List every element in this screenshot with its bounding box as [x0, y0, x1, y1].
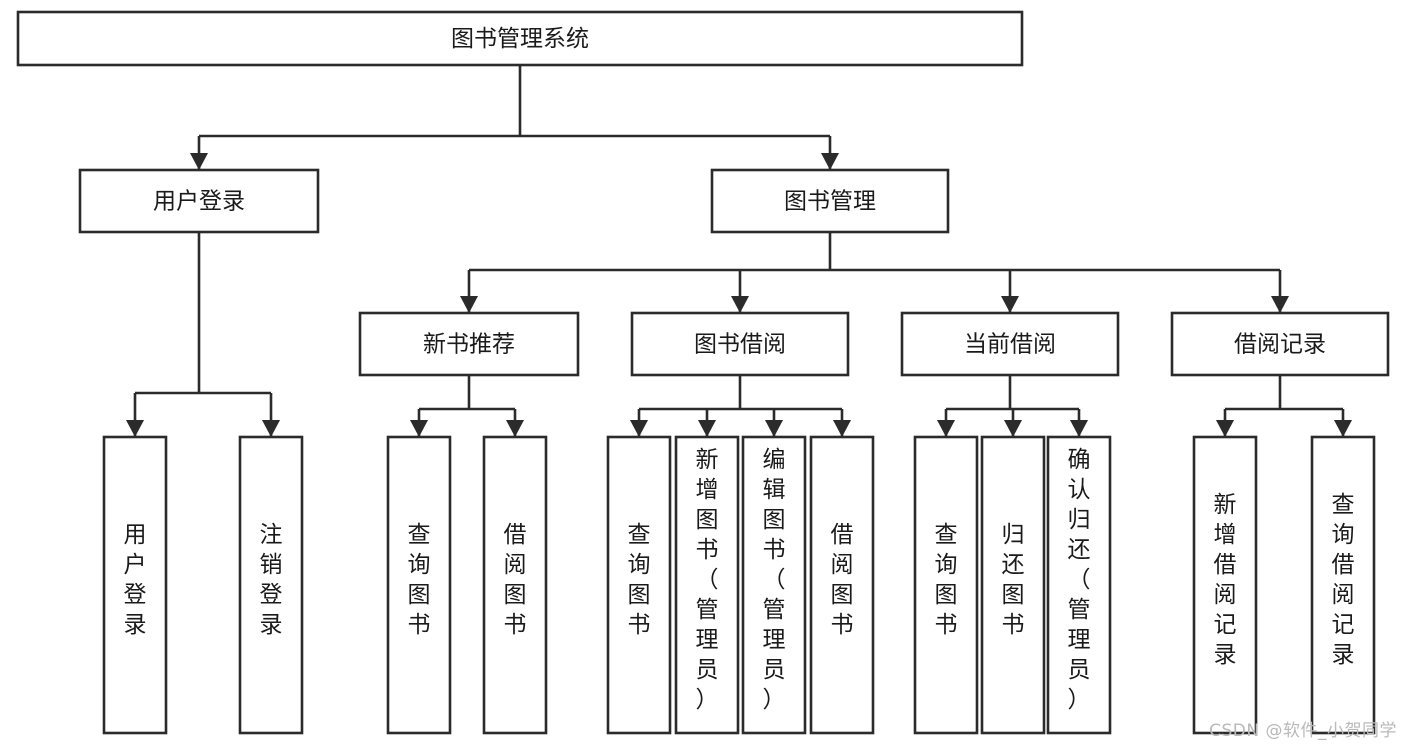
node-level3-new-book-rec[interactable]: 新书推荐 — [358, 311, 580, 377]
node-leaf-leaf-add-book-box — [674, 435, 740, 735]
node-level3-new-book-rec-label: 新书推荐 — [423, 332, 515, 358]
arrow-head-icon — [731, 296, 749, 313]
arrow-head-icon — [410, 420, 428, 437]
node-leaf-leaf-confirm-return-box — [1046, 435, 1112, 735]
node-leaf-leaf-user-login-box — [102, 435, 168, 735]
arrow-head-icon — [126, 420, 144, 437]
node-leaf-leaf-borrow-book-1-label: 借阅图书 — [504, 522, 527, 638]
node-leaf-leaf-confirm-return-label: 确认归还（管理员） — [1068, 447, 1091, 713]
node-level3-new-book-rec-box — [358, 311, 580, 377]
arrow-head-icon — [1334, 420, 1352, 437]
node-level3-current-borrow[interactable]: 当前借阅 — [900, 311, 1120, 377]
node-leaf-leaf-add-record-label: 新增借阅记录 — [1214, 492, 1237, 668]
arrow-head-icon — [1070, 420, 1088, 437]
arrow-head-icon — [460, 296, 478, 313]
arrow-head-icon — [1271, 296, 1289, 313]
node-leaf-leaf-query-book-2-box — [606, 435, 672, 735]
arrow-head-icon — [1001, 296, 1019, 313]
node-leaf-leaf-logout-box — [238, 435, 304, 735]
node-leaf-leaf-add-book-label: 新增图书（管理员） — [696, 447, 719, 713]
node-level3-borrow-record-box — [1170, 311, 1390, 377]
node-level3-book-borrow-box — [630, 311, 850, 377]
node-leaf-leaf-query-book-3[interactable]: 查询图书 — [913, 435, 979, 735]
node-leaf-leaf-query-book-3-label: 查询图书 — [935, 522, 958, 638]
node-leaf-leaf-add-record[interactable]: 新增借阅记录 — [1192, 435, 1258, 735]
node-leaf-leaf-query-record-label: 查询借阅记录 — [1332, 492, 1355, 668]
node-leaf-leaf-add-record-box — [1192, 435, 1258, 735]
node-leaf-leaf-logout-label: 注销登录 — [260, 522, 283, 638]
node-leaf-leaf-return-book-box — [980, 435, 1046, 735]
node-leaf-leaf-borrow-book-2-box — [809, 435, 875, 735]
arrow-head-icon — [698, 420, 716, 437]
node-level3-current-borrow-box — [900, 311, 1120, 377]
arrow-head-icon — [506, 420, 524, 437]
connectors-layer — [126, 65, 1352, 437]
node-leaf-leaf-return-book-label: 归还图书 — [1002, 522, 1025, 638]
node-leaf-leaf-query-book-3-box — [913, 435, 979, 735]
arrow-head-icon — [833, 420, 851, 437]
connector-group — [630, 375, 851, 437]
nodes-layer: 图书管理系统用户登录图书管理新书推荐图书借阅当前借阅借阅记录用户登录注销登录查询… — [16, 10, 1390, 735]
node-leaf-leaf-borrow-book-2-label: 借阅图书 — [831, 522, 854, 638]
arrow-head-icon — [937, 420, 955, 437]
node-level3-borrow-record-label: 借阅记录 — [1234, 332, 1326, 358]
node-leaf-leaf-return-book[interactable]: 归还图书 — [980, 435, 1046, 735]
node-leaf-leaf-query-book-2-label: 查询图书 — [628, 522, 651, 638]
node-leaf-leaf-query-record-box — [1310, 435, 1376, 735]
node-level3-book-borrow-label: 图书借阅 — [694, 332, 786, 358]
node-leaf-leaf-borrow-book-2[interactable]: 借阅图书 — [809, 435, 875, 735]
node-level2-book-manage-label: 图书管理 — [784, 189, 876, 215]
arrow-head-icon — [190, 153, 208, 170]
node-leaf-leaf-user-login-label: 用户登录 — [124, 522, 147, 638]
node-level2-user-login[interactable]: 用户登录 — [78, 168, 320, 234]
connector-group — [1216, 375, 1352, 437]
node-leaf-leaf-edit-book-label: 编辑图书（管理员） — [763, 447, 786, 713]
node-leaf-leaf-query-book-1-label: 查询图书 — [408, 522, 431, 638]
node-level2-book-manage-box — [710, 168, 950, 234]
node-level3-borrow-record[interactable]: 借阅记录 — [1170, 311, 1390, 377]
arrow-head-icon — [262, 420, 280, 437]
node-leaf-leaf-query-book-2[interactable]: 查询图书 — [606, 435, 672, 735]
node-leaf-leaf-user-login[interactable]: 用户登录 — [102, 435, 168, 735]
node-leaf-leaf-edit-book[interactable]: 编辑图书（管理员） — [741, 435, 807, 735]
connector-group — [937, 375, 1088, 437]
arrow-head-icon — [765, 420, 783, 437]
node-level2-user-login-label: 用户登录 — [153, 189, 245, 215]
node-leaf-leaf-query-record[interactable]: 查询借阅记录 — [1310, 435, 1376, 735]
node-leaf-leaf-logout[interactable]: 注销登录 — [238, 435, 304, 735]
connector-group — [190, 65, 839, 170]
node-leaf-leaf-confirm-return[interactable]: 确认归还（管理员） — [1046, 435, 1112, 735]
arrow-head-icon — [1216, 420, 1234, 437]
node-level3-book-borrow[interactable]: 图书借阅 — [630, 311, 850, 377]
node-root-label: 图书管理系统 — [451, 26, 589, 52]
connector-group — [410, 375, 524, 437]
arrow-head-icon — [630, 420, 648, 437]
node-level2-user-login-box — [78, 168, 320, 234]
node-leaf-leaf-query-book-1[interactable]: 查询图书 — [386, 435, 452, 735]
connector-group — [460, 232, 1289, 313]
node-level3-current-borrow-label: 当前借阅 — [964, 332, 1056, 358]
node-leaf-leaf-query-book-1-box — [386, 435, 452, 735]
node-leaf-leaf-add-book[interactable]: 新增图书（管理员） — [674, 435, 740, 735]
arrow-head-icon — [821, 153, 839, 170]
node-leaf-leaf-edit-book-box — [741, 435, 807, 735]
connector-group — [126, 232, 280, 437]
node-root-box — [16, 10, 1024, 67]
arrow-head-icon — [1004, 420, 1022, 437]
node-level2-book-manage[interactable]: 图书管理 — [710, 168, 950, 234]
node-root[interactable]: 图书管理系统 — [16, 10, 1024, 67]
node-leaf-leaf-borrow-book-1[interactable]: 借阅图书 — [482, 435, 548, 735]
node-leaf-leaf-borrow-book-1-box — [482, 435, 548, 735]
